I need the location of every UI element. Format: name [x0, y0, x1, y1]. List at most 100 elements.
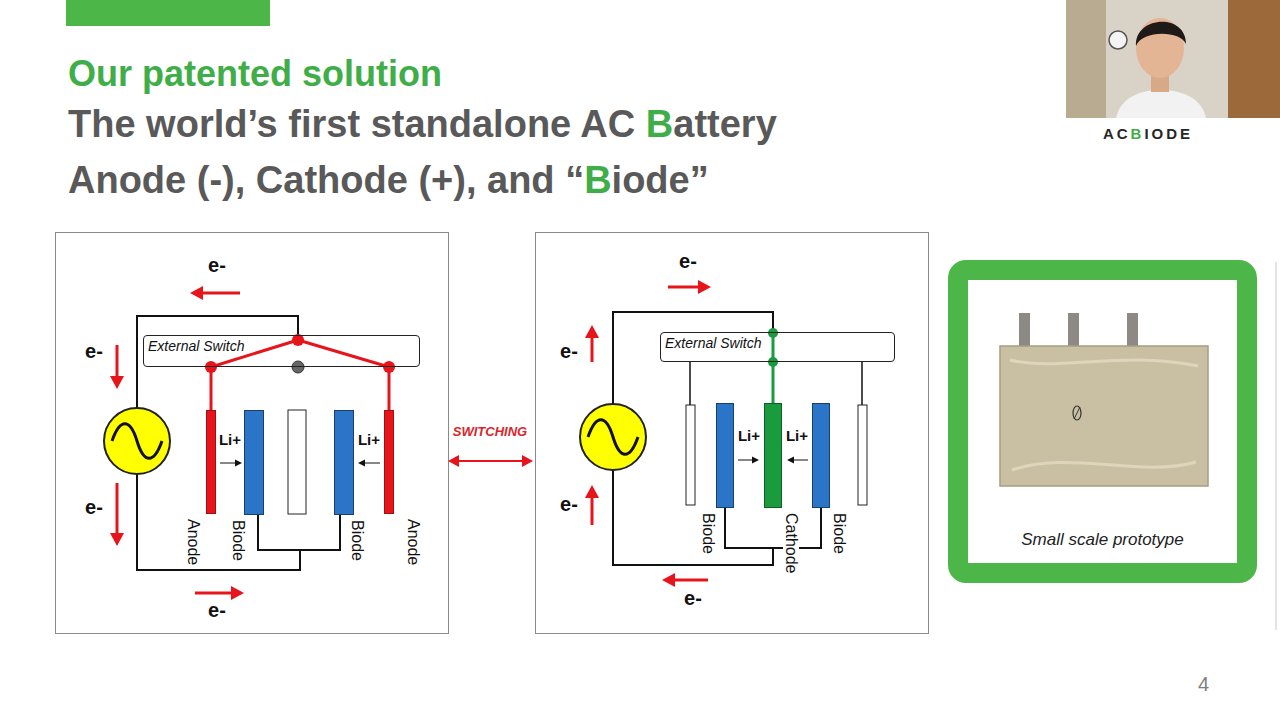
subtitle: Anode (-), Cathode (+), and “Biode”: [68, 161, 709, 199]
slide-title: Our patented solution: [68, 56, 442, 92]
caption-text: Small scale prototype: [968, 529, 1237, 551]
switch-contact: [298, 340, 389, 367]
biode-electrode: Biode: [244, 410, 264, 515]
switching-arrow-head: [522, 455, 533, 467]
wire: [137, 316, 298, 408]
anode-electrode: Anode: [206, 410, 216, 514]
biode-electrode: Biode: [812, 403, 830, 508]
pouch-mark: [1074, 407, 1080, 419]
wire-connector: [772, 362, 775, 403]
ac-source: [104, 408, 170, 474]
electron-label: e-: [560, 494, 578, 514]
text-run: attery: [673, 103, 777, 145]
electron-arrow-head: [110, 533, 124, 546]
electron-arrow: [668, 286, 699, 289]
webcam-door: [1228, 0, 1280, 118]
switch-label: External Switch: [144, 336, 244, 354]
cathode-electrode: Cathode: [764, 403, 782, 508]
text-run: IODE: [1144, 125, 1193, 142]
electron-arrow-head: [585, 485, 599, 498]
panel-frame: [56, 233, 449, 634]
ion-arrow-head: [358, 460, 365, 467]
webcam-background: [1066, 0, 1280, 118]
electron-arrow: [195, 592, 232, 595]
ion-label: Li+: [786, 428, 808, 443]
subtitle: The world’s first standalone AC Battery: [68, 105, 777, 143]
wire-connector: [725, 508, 821, 548]
electron-label: e-: [208, 255, 226, 275]
wire-connector: [210, 367, 213, 410]
brand-label: ACBIODE: [1103, 126, 1193, 141]
electron-arrow-head: [231, 586, 244, 600]
electron-label: e-: [208, 600, 226, 620]
ion-arrow-head: [787, 457, 794, 464]
electron-arrow: [591, 337, 594, 362]
electrode-label: Biode: [831, 513, 847, 554]
electrode-label: Biode: [700, 513, 716, 554]
electron-arrow: [674, 579, 708, 582]
switch-label: External Switch: [661, 333, 761, 351]
electron-arrow: [116, 483, 119, 534]
idle-electrode: [288, 410, 306, 514]
switch-dot: [768, 328, 778, 338]
biode-electrode: Biode: [334, 410, 354, 515]
webcam-shelf: [1066, 0, 1106, 118]
electrode-label: Biode: [230, 520, 246, 561]
ac-symbol: [588, 420, 638, 455]
electron-arrow-head: [585, 325, 599, 338]
electrode-label: Anode: [185, 519, 201, 565]
electron-label: e-: [85, 497, 103, 517]
electron-arrow-head: [698, 280, 711, 294]
switch-box: External Switch: [660, 332, 895, 362]
electrode-label: Biode: [349, 520, 365, 561]
switching-label: SWITCHING: [453, 425, 527, 438]
ac-symbol: [112, 424, 162, 459]
highlight-letter: B: [1131, 125, 1145, 142]
ion-arrow-head: [752, 457, 759, 464]
ion-arrow-head: [235, 460, 242, 467]
anode-electrode: Anode: [384, 410, 394, 514]
text-run: The world’s first standalone AC: [68, 103, 646, 145]
pouch-cell: [1000, 346, 1208, 486]
ac-source: [580, 404, 646, 470]
electron-label: e-: [684, 588, 702, 608]
electron-label: e-: [679, 251, 697, 271]
highlight-letter: B: [584, 159, 611, 201]
electron-arrow-head: [190, 286, 203, 300]
ion-arrow: [793, 460, 808, 461]
wire: [613, 312, 773, 404]
ion-arrow: [364, 463, 380, 464]
wire-connector: [258, 515, 340, 550]
electrode-label: Cathode: [783, 513, 799, 574]
header-bar: [66, 0, 270, 26]
electrode-label: Anode: [405, 519, 421, 565]
wire-connector: [388, 367, 391, 410]
switch-dot: [292, 361, 304, 373]
next-panel-edge: [1276, 262, 1277, 630]
wire: [137, 474, 300, 570]
cell-tab: [1068, 313, 1079, 350]
ion-label: Li+: [358, 432, 380, 447]
text-run: AC: [1103, 125, 1131, 142]
pouch-wrinkle: [1010, 360, 1198, 470]
ion-label: Li+: [219, 432, 241, 447]
biode-electrode: Biode: [716, 403, 734, 508]
electron-arrow: [591, 497, 594, 525]
idle-electrode: [686, 405, 695, 505]
electron-arrow: [116, 345, 119, 377]
webcam-hair: [1136, 22, 1186, 46]
switching-arrow-head: [448, 455, 459, 467]
ion-label: Li+: [738, 428, 760, 443]
electron-label: e-: [85, 341, 103, 361]
ion-arrow: [738, 460, 753, 461]
electron-arrow: [200, 292, 240, 295]
page-number: 4: [1198, 674, 1209, 694]
text-run: iode”: [612, 159, 709, 201]
electron-arrow-head: [110, 376, 124, 389]
switch-box: External Switch: [143, 335, 420, 367]
wire: [689, 362, 691, 405]
text-run: Anode (-), Cathode (+), and “: [68, 159, 584, 201]
switching-arrow: [458, 460, 523, 462]
webcam-shirt: [1116, 90, 1206, 118]
idle-electrode: [858, 405, 867, 505]
